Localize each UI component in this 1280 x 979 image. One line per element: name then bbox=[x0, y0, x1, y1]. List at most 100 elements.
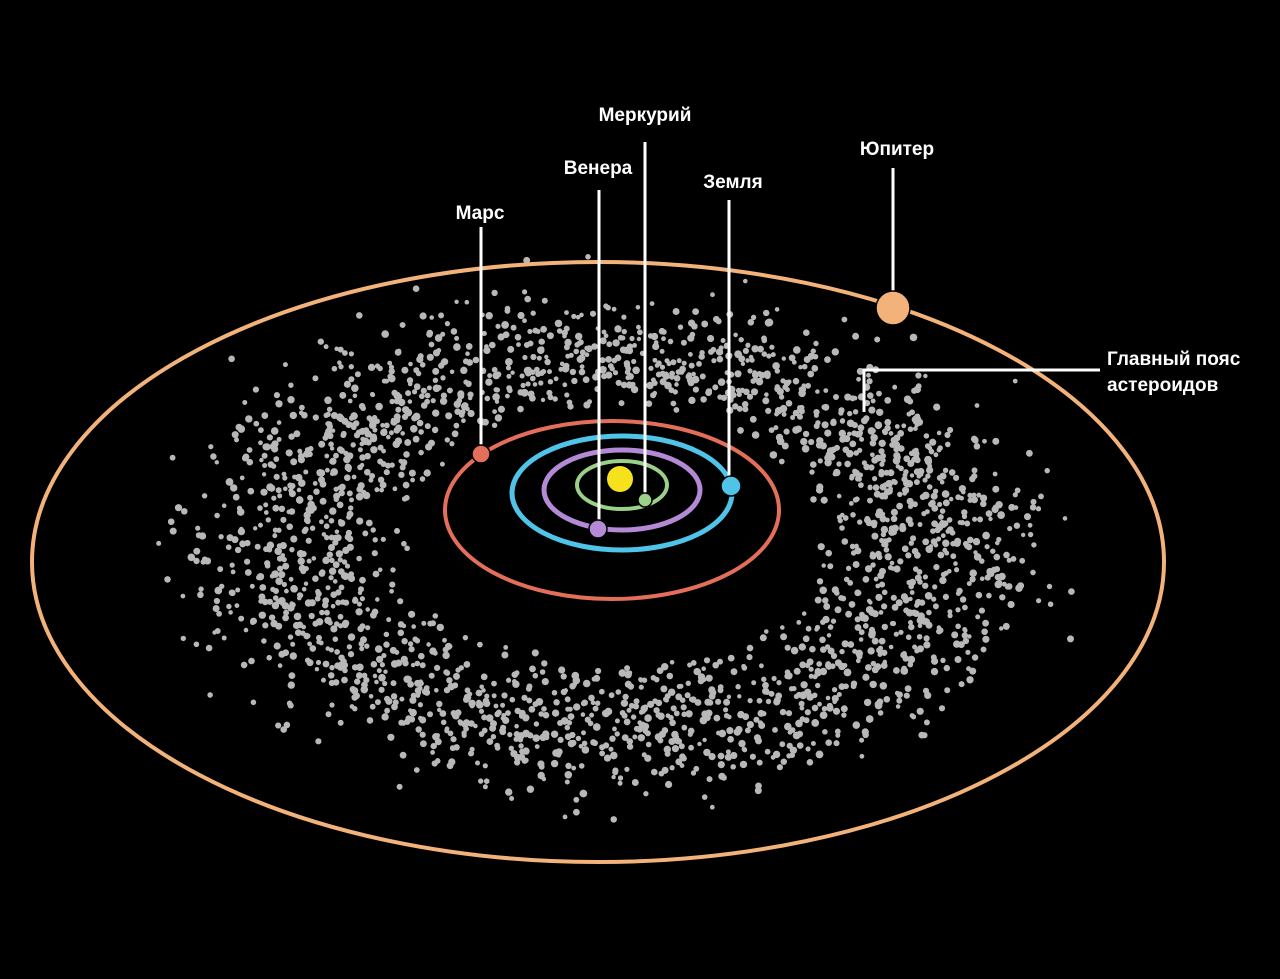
asteroid bbox=[390, 567, 396, 573]
asteroid bbox=[341, 417, 349, 425]
asteroid bbox=[705, 389, 712, 397]
asteroid bbox=[446, 762, 454, 770]
asteroid bbox=[354, 371, 361, 378]
asteroid bbox=[415, 726, 422, 733]
asteroid bbox=[773, 696, 781, 704]
asteroid bbox=[387, 733, 395, 741]
asteroid bbox=[348, 351, 354, 357]
asteroid bbox=[656, 667, 664, 674]
asteroid bbox=[247, 487, 255, 495]
asteroid bbox=[392, 486, 398, 492]
asteroid bbox=[870, 660, 877, 667]
asteroid bbox=[822, 729, 828, 735]
asteroid bbox=[450, 328, 458, 335]
asteroid bbox=[850, 683, 857, 690]
asteroid bbox=[888, 644, 894, 650]
asteroid bbox=[538, 380, 544, 386]
asteroid bbox=[832, 687, 838, 693]
asteroid bbox=[453, 672, 460, 680]
asteroid bbox=[740, 361, 746, 366]
asteroid bbox=[819, 711, 828, 719]
asteroid bbox=[575, 735, 582, 742]
asteroid bbox=[343, 380, 351, 388]
asteroid bbox=[451, 430, 459, 438]
asteroid bbox=[573, 348, 579, 355]
asteroid bbox=[506, 677, 512, 683]
asteroid bbox=[311, 556, 317, 561]
asteroid bbox=[792, 409, 800, 417]
asteroid bbox=[839, 648, 845, 655]
asteroid bbox=[913, 385, 921, 394]
asteroid bbox=[637, 329, 643, 336]
asteroid bbox=[859, 436, 865, 442]
asteroid bbox=[904, 685, 912, 692]
asteroid bbox=[308, 446, 314, 452]
asteroid bbox=[829, 663, 836, 669]
asteroid bbox=[723, 698, 731, 706]
asteroid bbox=[626, 343, 634, 350]
asteroid bbox=[417, 685, 423, 691]
asteroid bbox=[736, 405, 743, 412]
asteroid bbox=[414, 679, 421, 687]
asteroid bbox=[915, 372, 922, 379]
asteroid bbox=[999, 594, 1006, 601]
asteroid bbox=[228, 355, 235, 363]
asteroid bbox=[870, 551, 875, 557]
asteroid bbox=[330, 471, 335, 476]
asteroid bbox=[527, 329, 533, 334]
asteroid bbox=[870, 452, 875, 458]
asteroid bbox=[349, 497, 354, 503]
asteroid bbox=[966, 666, 971, 672]
asteroid bbox=[495, 323, 501, 329]
asteroid bbox=[333, 486, 339, 492]
asteroid bbox=[462, 719, 471, 727]
asteroid bbox=[799, 661, 807, 669]
asteroid bbox=[244, 558, 251, 565]
asteroid bbox=[426, 331, 433, 338]
asteroid bbox=[664, 381, 672, 390]
asteroid bbox=[273, 588, 279, 594]
asteroid bbox=[751, 680, 757, 686]
asteroid bbox=[552, 709, 560, 717]
asteroid bbox=[436, 384, 442, 391]
asteroid bbox=[208, 444, 214, 450]
asteroid bbox=[266, 598, 273, 605]
asteroid bbox=[678, 683, 684, 689]
asteroid bbox=[468, 750, 474, 757]
asteroid bbox=[817, 701, 822, 707]
asteroid bbox=[463, 379, 469, 385]
asteroid bbox=[821, 706, 828, 712]
asteroid bbox=[747, 698, 753, 704]
asteroid bbox=[532, 673, 538, 679]
asteroid bbox=[875, 583, 881, 589]
asteroid bbox=[390, 660, 399, 668]
asteroid bbox=[195, 525, 201, 531]
asteroid bbox=[282, 362, 288, 368]
asteroid bbox=[316, 660, 321, 665]
asteroid bbox=[944, 432, 951, 438]
asteroid bbox=[328, 441, 334, 448]
asteroid bbox=[544, 354, 549, 360]
asteroid bbox=[374, 418, 380, 424]
asteroid bbox=[551, 690, 558, 696]
asteroid bbox=[895, 464, 901, 469]
asteroid bbox=[271, 445, 279, 453]
asteroid bbox=[329, 647, 334, 653]
asteroid bbox=[840, 418, 846, 424]
asteroid bbox=[563, 688, 568, 693]
asteroid bbox=[953, 561, 958, 566]
asteroid bbox=[350, 442, 356, 448]
asteroid bbox=[838, 429, 846, 437]
asteroid bbox=[380, 423, 385, 428]
asteroid bbox=[704, 698, 712, 706]
asteroid bbox=[238, 615, 245, 622]
asteroid bbox=[835, 732, 841, 738]
asteroid bbox=[726, 727, 734, 735]
asteroid bbox=[407, 681, 414, 688]
asteroid bbox=[579, 312, 584, 318]
asteroid bbox=[370, 392, 375, 397]
asteroid bbox=[323, 344, 329, 350]
asteroid bbox=[816, 486, 824, 494]
asteroid bbox=[897, 558, 904, 565]
asteroid bbox=[798, 700, 805, 707]
